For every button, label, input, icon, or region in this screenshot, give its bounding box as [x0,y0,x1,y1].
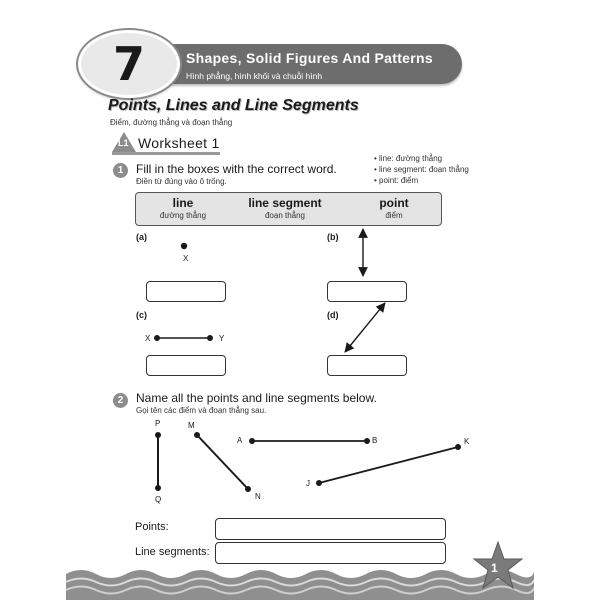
worksheet-icon-mark: L1 [118,138,129,148]
question-2-subtext: Gọi tên các điểm và đoạn thẳng sau. [136,406,267,415]
point-label-a: A [237,436,243,445]
page-number: 1 [491,561,498,575]
star-icon [472,540,524,590]
question-2-number: 2 [113,393,128,408]
word-bank-translation: đường thẳng [159,211,207,220]
word-bank: line đường thẳng line segment đoạn thẳng… [135,192,442,226]
point-label-y-c: Y [219,334,225,343]
point-label-k: K [464,437,470,446]
vocabulary-hints: line: đường thẳng line segment: đoạn thẳ… [374,153,469,186]
segments-row-label: Line segments: [135,546,210,558]
section-subtitle: Điểm, đường thẳng và đoạn thẳng [110,118,233,127]
point-label-q: Q [155,495,162,504]
point-x-a [180,242,188,250]
point-x-c [154,335,160,341]
chapter-subtitle: Hình phẳng, hình khối và chuỗi hình [186,71,323,81]
segment-jk [318,446,459,484]
worksheet-triangle-icon [112,132,136,152]
part-c-label: (c) [136,310,147,320]
part-b-label: (b) [327,232,339,242]
point-label-m: M [188,421,195,430]
chapter-banner [150,44,462,84]
point-label-n: N [255,492,261,501]
point-label-j: J [306,479,310,488]
point-m [194,432,200,438]
hint-item: point: điểm [374,175,469,186]
point-a [249,438,255,444]
question-1-subtext: Điền từ đúng vào ô trống. [136,177,227,186]
question-1-number: 1 [113,163,128,178]
worksheet-title: Worksheet 1 [138,135,220,151]
point-label-x-c: X [145,334,151,343]
segment-mn [196,434,249,490]
point-n [245,486,251,492]
points-answer-box[interactable] [215,518,446,540]
word-bank-item-line: line đường thẳng [158,196,208,220]
point-y-c [207,335,213,341]
word-bank-word: point [379,196,409,210]
answer-box-d[interactable] [327,355,407,376]
section-title: Points, Lines and Line Segments [108,97,359,114]
chapter-title: Shapes, Solid Figures And Patterns [186,50,433,66]
line-d [344,302,386,353]
point-b [364,438,370,444]
points-row-label: Points: [135,521,169,533]
part-a-label: (a) [136,232,147,242]
word-bank-item-point: point điểm [372,196,416,220]
answer-box-a[interactable] [146,281,226,302]
word-bank-word: line [172,196,194,210]
point-label-x-a: X [183,254,189,263]
point-label-p: P [155,419,161,428]
point-q [155,485,161,491]
question-2-text: Name all the points and line segments be… [136,391,377,405]
word-bank-item-line-segment: line segment đoạn thẳng [244,196,326,220]
footer-wave-band [66,570,534,600]
word-bank-word: line segment [248,196,322,210]
hint-item: line segment: đoạn thẳng [374,164,469,175]
hint-item: line: đường thẳng [374,153,469,164]
point-j [316,480,322,486]
segments-answer-box[interactable] [215,542,446,564]
answer-box-c[interactable] [146,355,226,376]
part-d-label: (d) [327,310,339,320]
question-1-text: Fill in the boxes with the correct word. [136,162,337,176]
point-k [455,444,461,450]
word-bank-translation: điểm [385,211,403,220]
word-bank-translation: đoạn thẳng [264,211,306,220]
worksheet-underline [112,152,220,155]
chapter-number-badge: 7 [78,30,180,98]
point-label-b: B [372,436,378,445]
answer-box-b[interactable] [327,281,407,302]
point-p [155,432,161,438]
